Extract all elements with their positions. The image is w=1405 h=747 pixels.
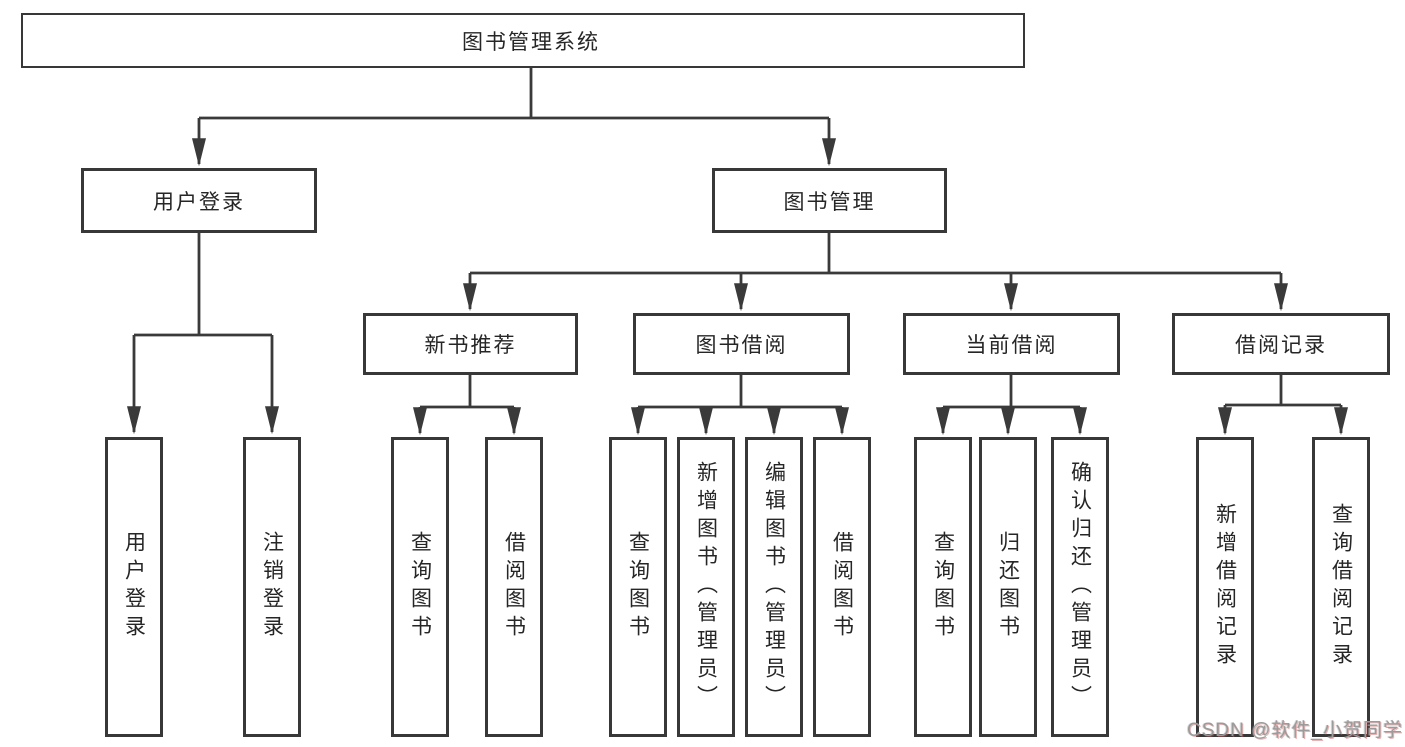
edge-new-book-recommend-to-leaves bbox=[413, 375, 521, 436]
leaf-borrow-add-book-admin: 新增图书（管理员） bbox=[677, 437, 735, 737]
node-library-system: 图书管理系统 bbox=[21, 13, 1025, 68]
edge-current-borrow-to-leaves bbox=[936, 375, 1087, 436]
node-book-borrow: 图书借阅 bbox=[633, 313, 850, 375]
edge-root-to-level2 bbox=[192, 68, 836, 167]
leaf-current-return-book: 归还图书 bbox=[979, 437, 1037, 737]
node-user-login: 用户登录 bbox=[81, 168, 317, 233]
node-current-borrow: 当前借阅 bbox=[903, 313, 1120, 375]
node-book-management: 图书管理 bbox=[712, 168, 947, 233]
node-new-book-recommend: 新书推荐 bbox=[363, 313, 578, 375]
node-borrow-record: 借阅记录 bbox=[1172, 313, 1390, 375]
leaf-recommend-borrow-book: 借阅图书 bbox=[485, 437, 543, 737]
edge-user-login-to-leaves bbox=[127, 233, 279, 435]
leaf-logout: 注销登录 bbox=[243, 437, 301, 737]
leaf-recommend-query-book: 查询图书 bbox=[391, 437, 449, 737]
leaf-borrow-borrow-book: 借阅图书 bbox=[813, 437, 871, 737]
leaf-current-confirm-return-admin: 确认归还（管理员） bbox=[1051, 437, 1109, 737]
leaf-current-query-book: 查询图书 bbox=[914, 437, 972, 737]
leaf-record-add-record: 新增借阅记录 bbox=[1196, 437, 1254, 737]
leaf-record-query-record: 查询借阅记录 bbox=[1312, 437, 1370, 737]
leaf-borrow-query-book: 查询图书 bbox=[609, 437, 667, 737]
leaf-borrow-edit-book-admin: 编辑图书（管理员） bbox=[745, 437, 803, 737]
leaf-user-login: 用户登录 bbox=[105, 437, 163, 737]
watermark: CSDN @软件_小贺同学 bbox=[1187, 720, 1403, 741]
edge-borrow-record-to-leaves bbox=[1218, 375, 1348, 436]
edge-book-borrow-to-leaves bbox=[631, 375, 849, 436]
edge-book-management-to-level3 bbox=[463, 233, 1288, 312]
